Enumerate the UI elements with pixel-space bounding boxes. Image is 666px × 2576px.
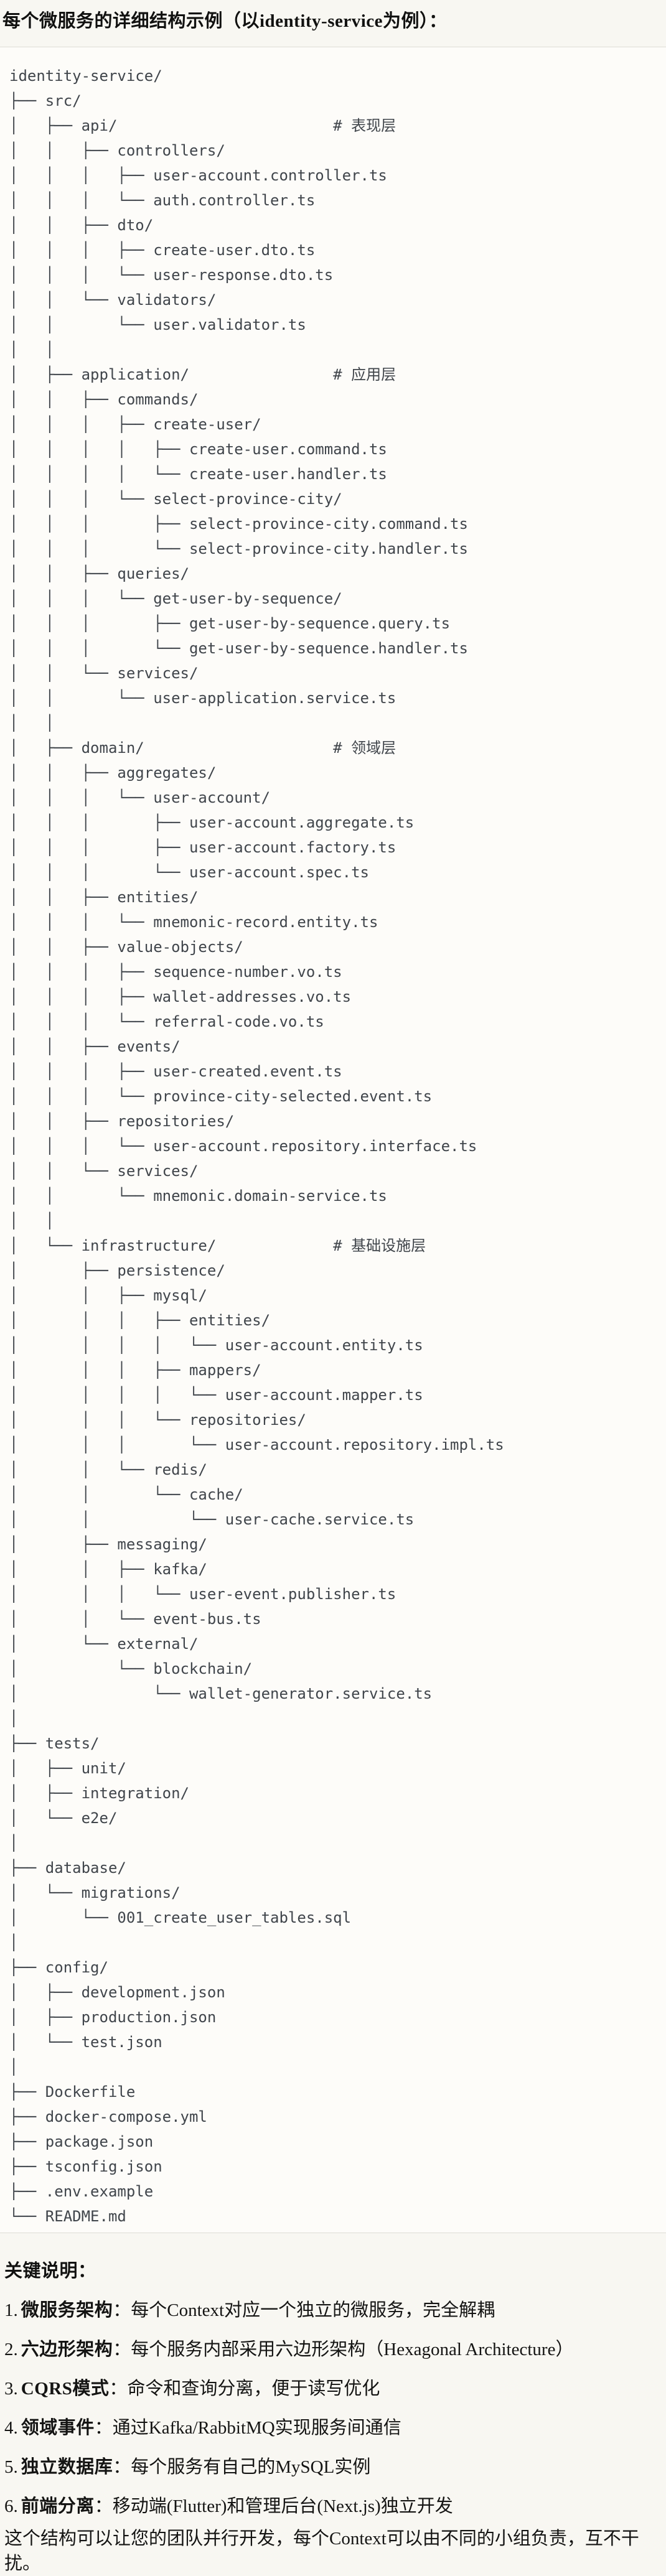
file-tree: identity-service/ ├── src/ │ ├── api/ # … <box>9 67 504 2225</box>
note-desc: ：通过Kafka/RabbitMQ实现服务间通信 <box>94 2418 401 2438</box>
notes-section: 关键说明： 1.微服务架构：每个Context对应一个独立的微服务，完全解耦 2… <box>0 2233 666 2576</box>
note-desc: ：每个服务有自己的MySQL实例 <box>113 2457 371 2477</box>
note-item-6: 6.前端分离：移动端(Flutter)和管理后台(Next.js)独立开发 <box>4 2494 660 2519</box>
note-number: 3. <box>4 2379 18 2399</box>
note-number: 5. <box>4 2457 18 2477</box>
note-item-3: 3.CQRS模式：命令和查询分离，便于读写优化 <box>4 2376 660 2401</box>
note-term: 微服务架构 <box>21 2300 113 2320</box>
note-item-1: 1.微服务架构：每个Context对应一个独立的微服务，完全解耦 <box>4 2298 660 2323</box>
note-number: 2. <box>4 2340 18 2359</box>
note-number: 6. <box>4 2496 18 2516</box>
note-number: 4. <box>4 2418 18 2438</box>
note-item-5: 5.独立数据库：每个服务有自己的MySQL实例 <box>4 2455 660 2480</box>
notes-footer: 这个结构可以让您的团队并行开发，每个Context可以由不同的小组负责，互不干扰… <box>4 2529 639 2574</box>
note-number: 1. <box>4 2300 18 2320</box>
note-item-4: 4.领域事件：通过Kafka/RabbitMQ实现服务间通信 <box>4 2415 660 2440</box>
note-desc: ：移动端(Flutter)和管理后台(Next.js)独立开发 <box>94 2496 453 2516</box>
note-desc: ：每个服务内部采用六边形架构（Hexagonal Architecture） <box>113 2340 574 2359</box>
note-term: CQRS模式 <box>21 2379 110 2399</box>
note-term: 前端分离 <box>21 2496 95 2516</box>
code-block: identity-service/ ├── src/ │ ├── api/ # … <box>0 47 666 2233</box>
notes-heading: 关键说明： <box>4 2261 96 2281</box>
note-term: 独立数据库 <box>21 2457 113 2477</box>
page-title: 每个微服务的详细结构示例（以identity-service为例）： <box>2 11 448 31</box>
note-desc: ：命令和查询分离，便于读写优化 <box>109 2379 380 2399</box>
note-item-2: 2.六边形架构：每个服务内部采用六边形架构（Hexagonal Architec… <box>4 2337 660 2362</box>
note-desc: ：每个Context对应一个独立的微服务，完全解耦 <box>113 2300 495 2320</box>
note-term: 六边形架构 <box>21 2340 113 2359</box>
note-term: 领域事件 <box>21 2418 95 2438</box>
